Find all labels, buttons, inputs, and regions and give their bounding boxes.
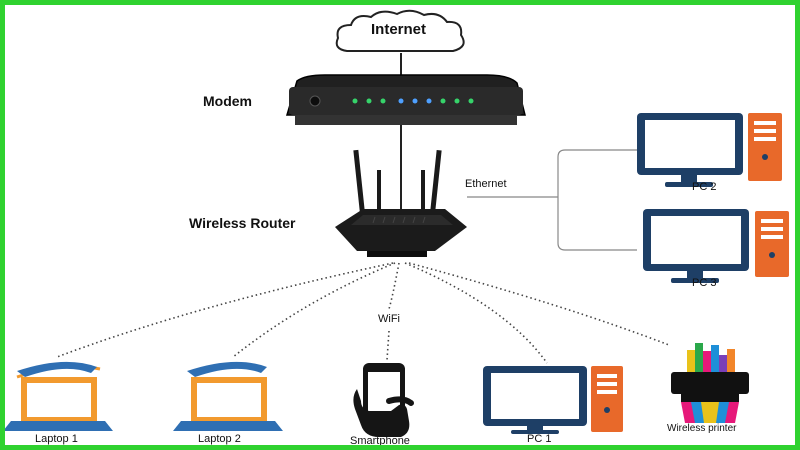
- laptop1-label: Laptop 1: [35, 433, 78, 445]
- ethernet-bracket: [467, 149, 637, 251]
- cloud-icon: [335, 9, 465, 52]
- modem-icon: [285, 74, 526, 125]
- ethernet-label: Ethernet: [465, 178, 507, 190]
- connections: [56, 53, 670, 364]
- smartphone-label: Smartphone: [350, 435, 410, 447]
- laptop2-icon: [173, 361, 283, 431]
- wifi-label: WiFi: [378, 313, 400, 325]
- wifi-link-laptop2: [232, 262, 396, 358]
- internet-label: Internet: [371, 21, 427, 38]
- pc3-icon: [643, 209, 789, 283]
- wifi-link-smartphone: [386, 262, 400, 361]
- wifi-links: [56, 262, 670, 364]
- smartphone-icon: [353, 363, 414, 437]
- printer-icon: [671, 343, 749, 423]
- diagram-graphics: [5, 9, 789, 437]
- router-icon: [335, 149, 467, 257]
- pc1-label: PC 1: [527, 433, 552, 445]
- pc2-icon: [637, 113, 782, 187]
- wifi-link-printer: [408, 262, 670, 346]
- laptop1-icon: [5, 361, 113, 431]
- router-label: Wireless Router: [189, 215, 296, 231]
- wifi-link-pc1: [404, 262, 548, 364]
- network-diagram: Internet Modem Wireless Router Ethernet …: [5, 5, 795, 445]
- wifi-link-laptop1: [56, 262, 394, 358]
- laptop2-label: Laptop 2: [198, 433, 241, 445]
- printer-label: Wireless printer: [667, 423, 737, 434]
- modem-label: Modem: [203, 93, 252, 109]
- pc1-icon: [483, 366, 623, 434]
- pc2-label: PC 2: [692, 181, 717, 193]
- pc3-label: PC 3: [692, 277, 717, 289]
